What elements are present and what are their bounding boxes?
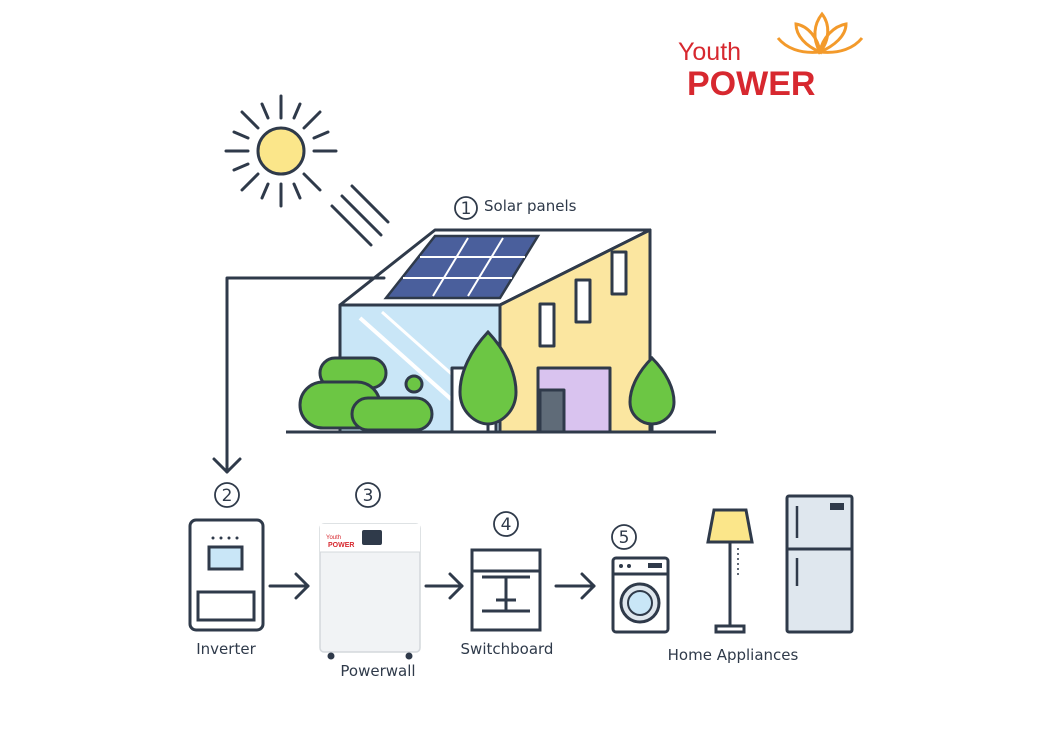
step-2-number: 2	[222, 486, 233, 506]
washing-machine-icon	[613, 558, 668, 632]
powerwall-brand-line2: POWER	[328, 542, 354, 549]
arrow-icon	[270, 574, 308, 598]
step-4-number: 4	[501, 515, 512, 535]
step-3-number: 3	[363, 486, 374, 506]
step-1-number: 1	[461, 199, 472, 219]
logo-line1: Youth	[678, 38, 741, 66]
step-1-label: Solar panels	[484, 197, 577, 215]
step-4: 4	[494, 512, 518, 536]
step-5: 5	[612, 525, 636, 549]
step-4-label: Switchboard	[461, 640, 554, 658]
step-5-label: Home Appliances	[668, 646, 799, 664]
switchboard-icon	[472, 550, 540, 630]
logo-line2: POWER	[687, 65, 815, 103]
sunlight-rays	[332, 186, 388, 245]
powerwall-icon: Youth POWER	[320, 524, 420, 660]
step-3-label: Powerwall	[340, 662, 415, 680]
floor-lamp-icon	[708, 510, 752, 632]
arrow-icon	[426, 574, 462, 598]
step-2: 2	[215, 483, 239, 507]
step-1: 1 Solar panels	[455, 197, 577, 219]
step-5-number: 5	[619, 528, 630, 548]
arrow-icon	[556, 574, 594, 598]
step-2-label: Inverter	[196, 640, 256, 658]
youthpower-logo: Youth POWER	[678, 14, 862, 103]
sun-icon	[226, 96, 336, 206]
powerwall-brand-line1: Youth	[326, 535, 341, 541]
step-3: 3	[356, 483, 380, 507]
refrigerator-icon	[787, 496, 852, 632]
lotus-icon	[778, 14, 862, 52]
inverter-icon	[190, 520, 263, 630]
